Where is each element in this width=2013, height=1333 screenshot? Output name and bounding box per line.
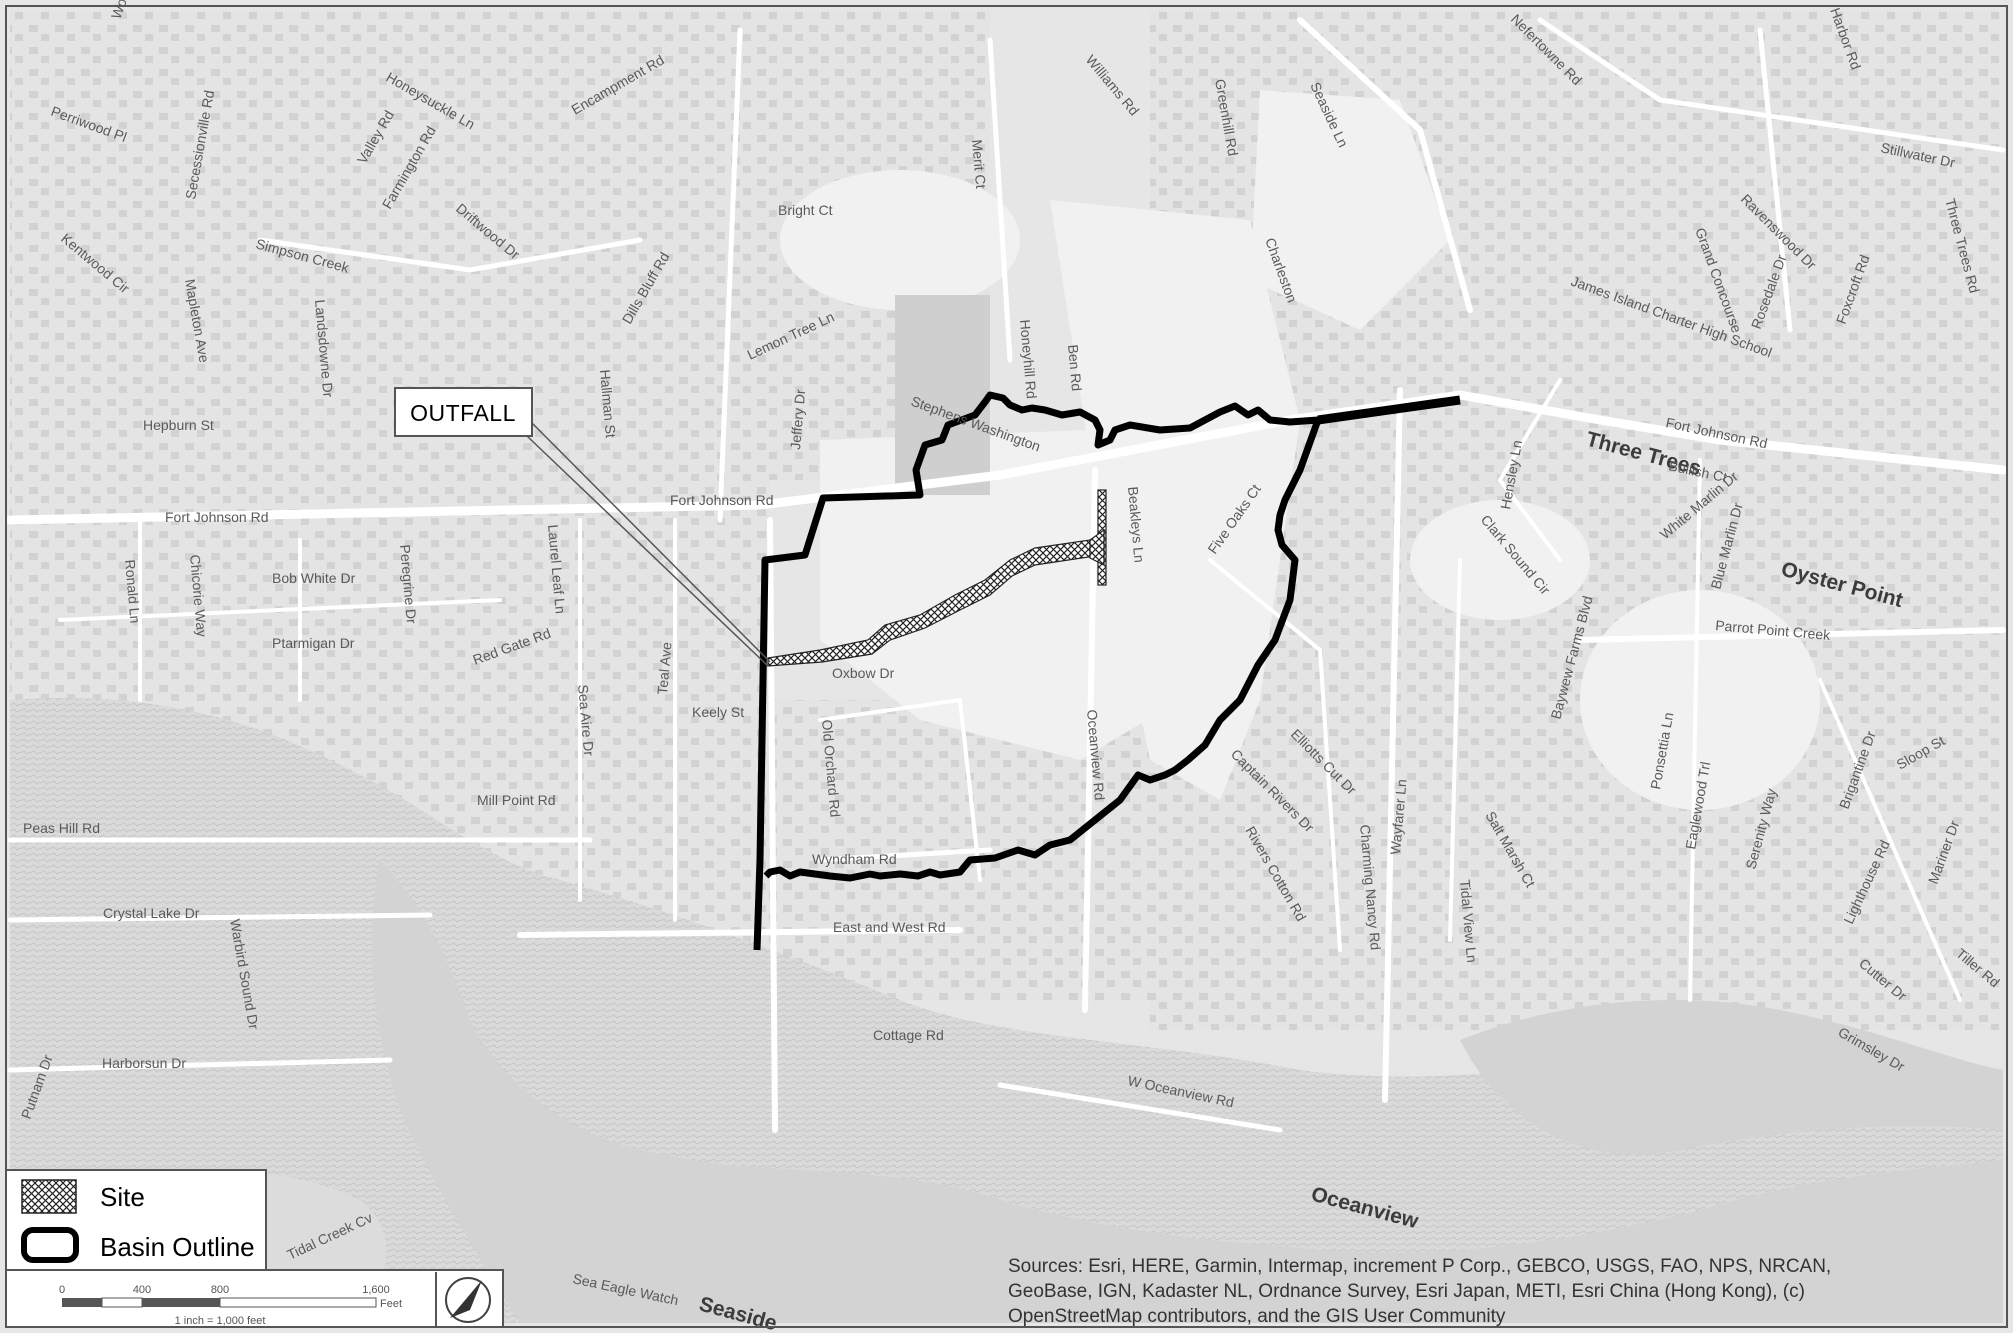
- road-label: Keely St: [692, 704, 744, 720]
- road-label: Wyndham Rd: [812, 851, 897, 867]
- road-label: Fort Johnson Rd: [165, 509, 269, 525]
- road-label: Laurel Leaf Ln: [545, 524, 569, 615]
- road-label: Mill Point Rd: [477, 792, 556, 808]
- scale-tick: 800: [211, 1284, 229, 1296]
- attribution-line: Sources: Esri, HERE, Garmin, Intermap, i…: [1008, 1256, 1831, 1277]
- road-label: Crystal Lake Dr: [103, 905, 200, 921]
- road-label: Peregrine Dr: [397, 544, 420, 625]
- scale-tick: 0: [59, 1284, 65, 1296]
- attribution-line: GeoBase, IGN, Kadaster NL, Ordnance Surv…: [1008, 1281, 1805, 1302]
- road-label: Cottage Rd: [873, 1027, 944, 1043]
- road-label: Merit Ct: [969, 139, 989, 189]
- road-label: Peas Hill Rd: [23, 820, 100, 836]
- road-label: Chicorie Way: [187, 554, 210, 638]
- site-swatch: [21, 1179, 77, 1214]
- road-label: Jeffery Dr: [787, 388, 808, 450]
- legend: Site Basin Outline: [5, 1169, 267, 1271]
- road-label: Oceanview Rd: [1084, 709, 1108, 801]
- road-label: Wayfarer Ln: [1387, 778, 1410, 855]
- road-label: Hallman St: [597, 369, 619, 439]
- road-label: Beakleys Ln: [1125, 486, 1148, 563]
- legend-site-label: Site: [100, 1182, 145, 1212]
- road-label: Bob White Dr: [272, 570, 356, 586]
- callout-box: [394, 387, 533, 437]
- legend-basin-label: Basin Outline: [100, 1232, 255, 1262]
- basin-outline: [753, 391, 1322, 951]
- scale-tick: 400: [133, 1284, 151, 1296]
- scale-panel: 0 400 800 1,600 Feet 1 inch = 1,000 feet: [5, 1269, 504, 1328]
- road-label: Harborsun Dr: [102, 1055, 186, 1071]
- road-label: Sea Aire Dr: [575, 684, 597, 757]
- road-label: Teal Ave: [654, 641, 675, 695]
- basin-outline-road-segment: [1317, 395, 1461, 425]
- callout-label: OUTFALL: [410, 400, 516, 426]
- road-label: Fort Johnson Rd: [670, 492, 774, 508]
- road-label: Ben Rd: [1065, 344, 1085, 392]
- scale-unit: Feet: [380, 1298, 402, 1310]
- map-border: [5, 5, 2008, 1328]
- scale-bar: [62, 1297, 377, 1308]
- road-label: Ronald Ln: [122, 559, 144, 624]
- outfall-callout: OUTFALL: [394, 387, 771, 667]
- road-label: Bright Ct: [778, 202, 833, 218]
- road-label: Tidal View Ln: [1457, 879, 1480, 963]
- scale-tick: 1,600: [362, 1284, 390, 1296]
- attribution-line: OpenStreetMap contributors, and the GIS …: [1008, 1306, 1506, 1327]
- road-label: Oxbow Dr: [832, 665, 895, 681]
- roads: [5, 17, 2008, 1133]
- road-label: East and West Rd: [833, 919, 946, 935]
- site-area: [767, 489, 1107, 667]
- attribution: Sources: Esri, HERE, Garmin, Intermap, i…: [1008, 1256, 1831, 1327]
- road-label: Hepburn St: [143, 417, 214, 433]
- road-label: Ptarmigan Dr: [272, 635, 355, 651]
- road-label: Honeyhill Rd: [1017, 319, 1040, 399]
- north-arrow-icon: [445, 1277, 491, 1323]
- basin-swatch: [21, 1227, 79, 1263]
- callout-leader: [526, 422, 771, 667]
- scale-ratio: 1 inch = 1,000 feet: [175, 1315, 266, 1327]
